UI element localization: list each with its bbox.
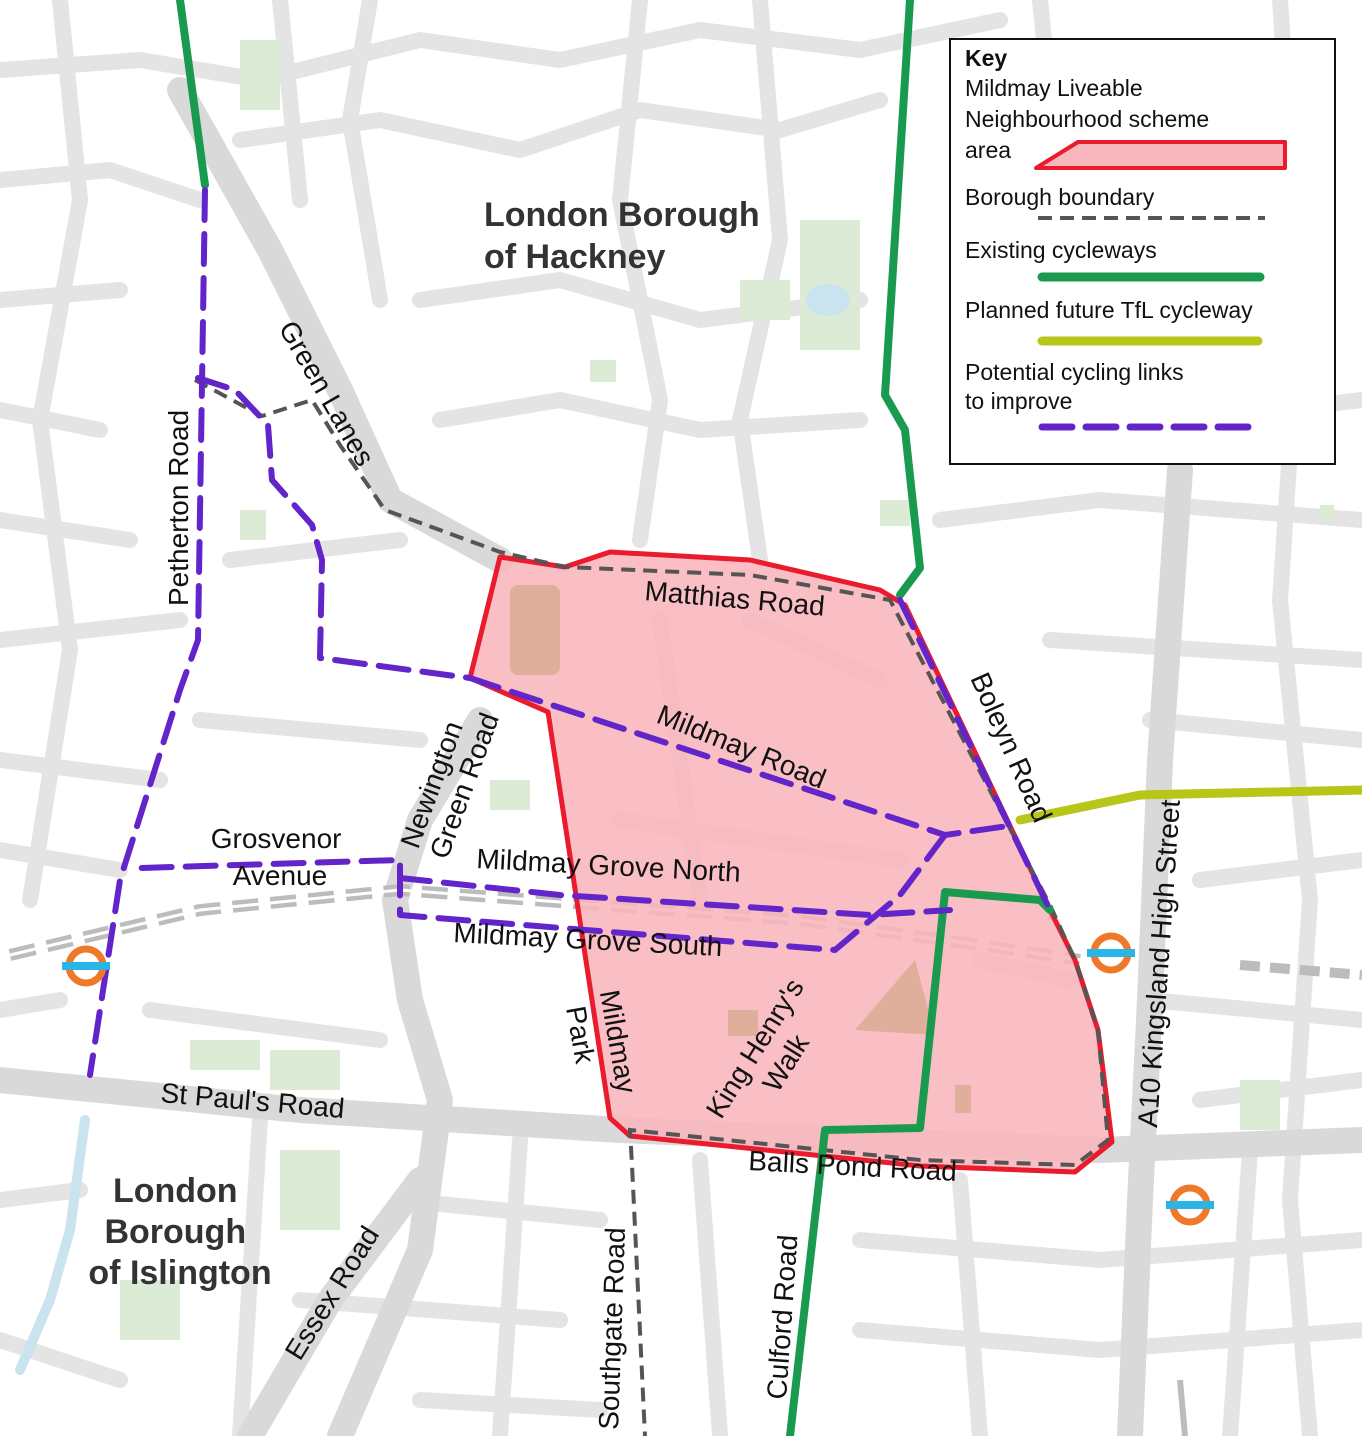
pond-water bbox=[806, 284, 850, 316]
key-label-borough-boundary: Borough boundary bbox=[965, 184, 1155, 210]
scheme-buildings bbox=[510, 585, 971, 1113]
southgate-road-label: Southgate Road bbox=[593, 1227, 631, 1430]
underground-roundel-icon bbox=[1087, 932, 1135, 974]
canal-water bbox=[15, 1115, 90, 1375]
existing-cycleways bbox=[176, 0, 1054, 1436]
key-label-potential-links: Potential cycling links to improve bbox=[965, 359, 1190, 414]
key-label-scheme-area: Mildmay Liveable Neighbourhood scheme ar… bbox=[965, 75, 1216, 163]
underground-roundel-icon bbox=[62, 945, 110, 987]
key-label-existing-cycleways: Existing cycleways bbox=[965, 237, 1157, 263]
grosvenor-avenue-label: Grosvenor Avenue bbox=[211, 823, 350, 891]
planned-tfl-cycleway bbox=[1015, 785, 1362, 825]
underground-roundel-icon bbox=[1166, 1184, 1214, 1226]
key-label-planned-cycleway: Planned future TfL cycleway bbox=[965, 297, 1253, 323]
hackney-label: London Borough of Hackney bbox=[484, 196, 769, 276]
islington-label: London Borough of Islington bbox=[88, 1172, 271, 1292]
map-key: Key Mildmay Liveable Neighbourhood schem… bbox=[949, 38, 1336, 465]
petherton-road-label: Petherton Road bbox=[163, 410, 194, 606]
key-symbol-scheme-area bbox=[1034, 140, 1287, 170]
key-title: Key bbox=[965, 45, 1007, 71]
potential-cycling-links bbox=[87, 187, 1053, 1078]
borough-boundary-line bbox=[194, 378, 1111, 1436]
